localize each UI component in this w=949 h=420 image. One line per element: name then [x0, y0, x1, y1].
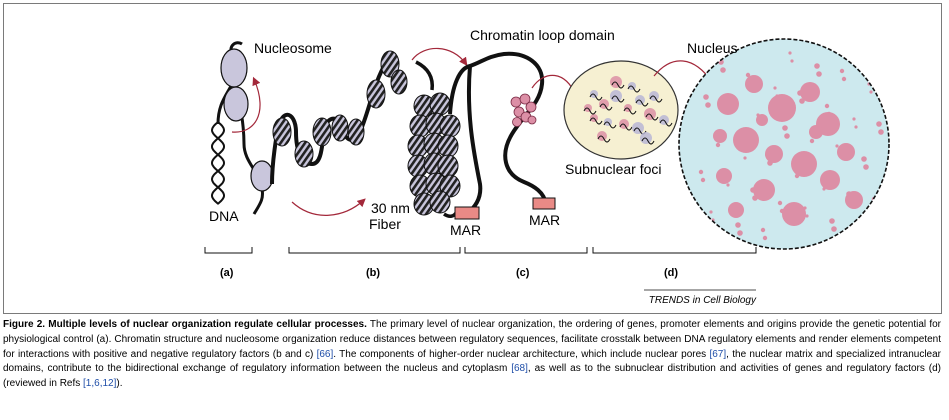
panel-label-d: (d)	[664, 267, 678, 279]
foci-dots	[583, 76, 673, 145]
label-nucleus: Nucleus	[687, 40, 738, 56]
panel-label-b: (b)	[366, 267, 380, 279]
mar-box-left	[454, 206, 480, 220]
curved-arrow-beads	[291, 198, 366, 216]
caption-text-1: The primary level of nuclear organizatio…	[3, 319, 941, 360]
nuclear-organization-diagram: Nucleosome DNA 30 nm Fiber Chromatin loo…	[204, 27, 890, 306]
caption-text-3: , the nuclear matrix and specialized int…	[3, 348, 942, 375]
label-chromatin-loop: Chromatin loop domain	[470, 27, 615, 43]
label-mar-right: MAR	[529, 212, 560, 228]
figure-caption: Figure 2. Multiple levels of nuclear org…	[3, 318, 941, 392]
caption-label: Figure 2.	[3, 319, 46, 330]
subnuclear-foci-oval	[563, 60, 679, 160]
label-fiber-1: 30 nm	[371, 200, 410, 216]
nucleus-body	[679, 39, 889, 249]
citation-link-67[interactable]: [67]	[709, 348, 727, 360]
curved-arrow-fiber	[411, 47, 468, 66]
label-subnuclear-foci: Subnuclear foci	[565, 161, 662, 177]
caption-text-2: . The components of higher-order nuclear…	[333, 348, 710, 360]
panel-brackets	[204, 247, 757, 254]
label-mar-left: MAR	[450, 222, 481, 238]
label-fiber-2: Fiber	[369, 216, 401, 232]
dna-double-helix	[210, 121, 226, 205]
nucleosome-pair-a	[220, 48, 274, 192]
curved-arrow-nucleosome	[231, 76, 261, 133]
figure-panel: Nucleosome DNA 30 nm Fiber Chromatin loo…	[3, 3, 942, 314]
panel-label-a: (a)	[220, 267, 234, 279]
mar-box-right	[532, 197, 556, 210]
nucleosome-beads	[272, 50, 408, 168]
label-dna: DNA	[209, 208, 239, 224]
chromatin-string	[270, 56, 392, 185]
solenoid-fiber	[407, 60, 461, 218]
caption-text-5: ).	[116, 378, 123, 390]
label-nucleosome: Nucleosome	[254, 40, 332, 56]
nuclear-envelope	[678, 38, 890, 250]
caption-title: Multiple levels of nuclear organization …	[45, 319, 367, 330]
caption-text-4: , as well as to the subnuclear distribut…	[3, 363, 942, 390]
citation-link-66[interactable]: [66]	[316, 348, 334, 360]
chromatin-loop	[448, 51, 548, 216]
citation-link-1-6-12[interactable]: [1,6,12]	[83, 378, 117, 390]
citation-link-68[interactable]: [68]	[511, 363, 528, 375]
regulatory-factor-cluster	[510, 93, 537, 127]
source-credit: TRENDS in Cell Biology	[649, 295, 757, 306]
panel-label-c: (c)	[516, 267, 530, 279]
